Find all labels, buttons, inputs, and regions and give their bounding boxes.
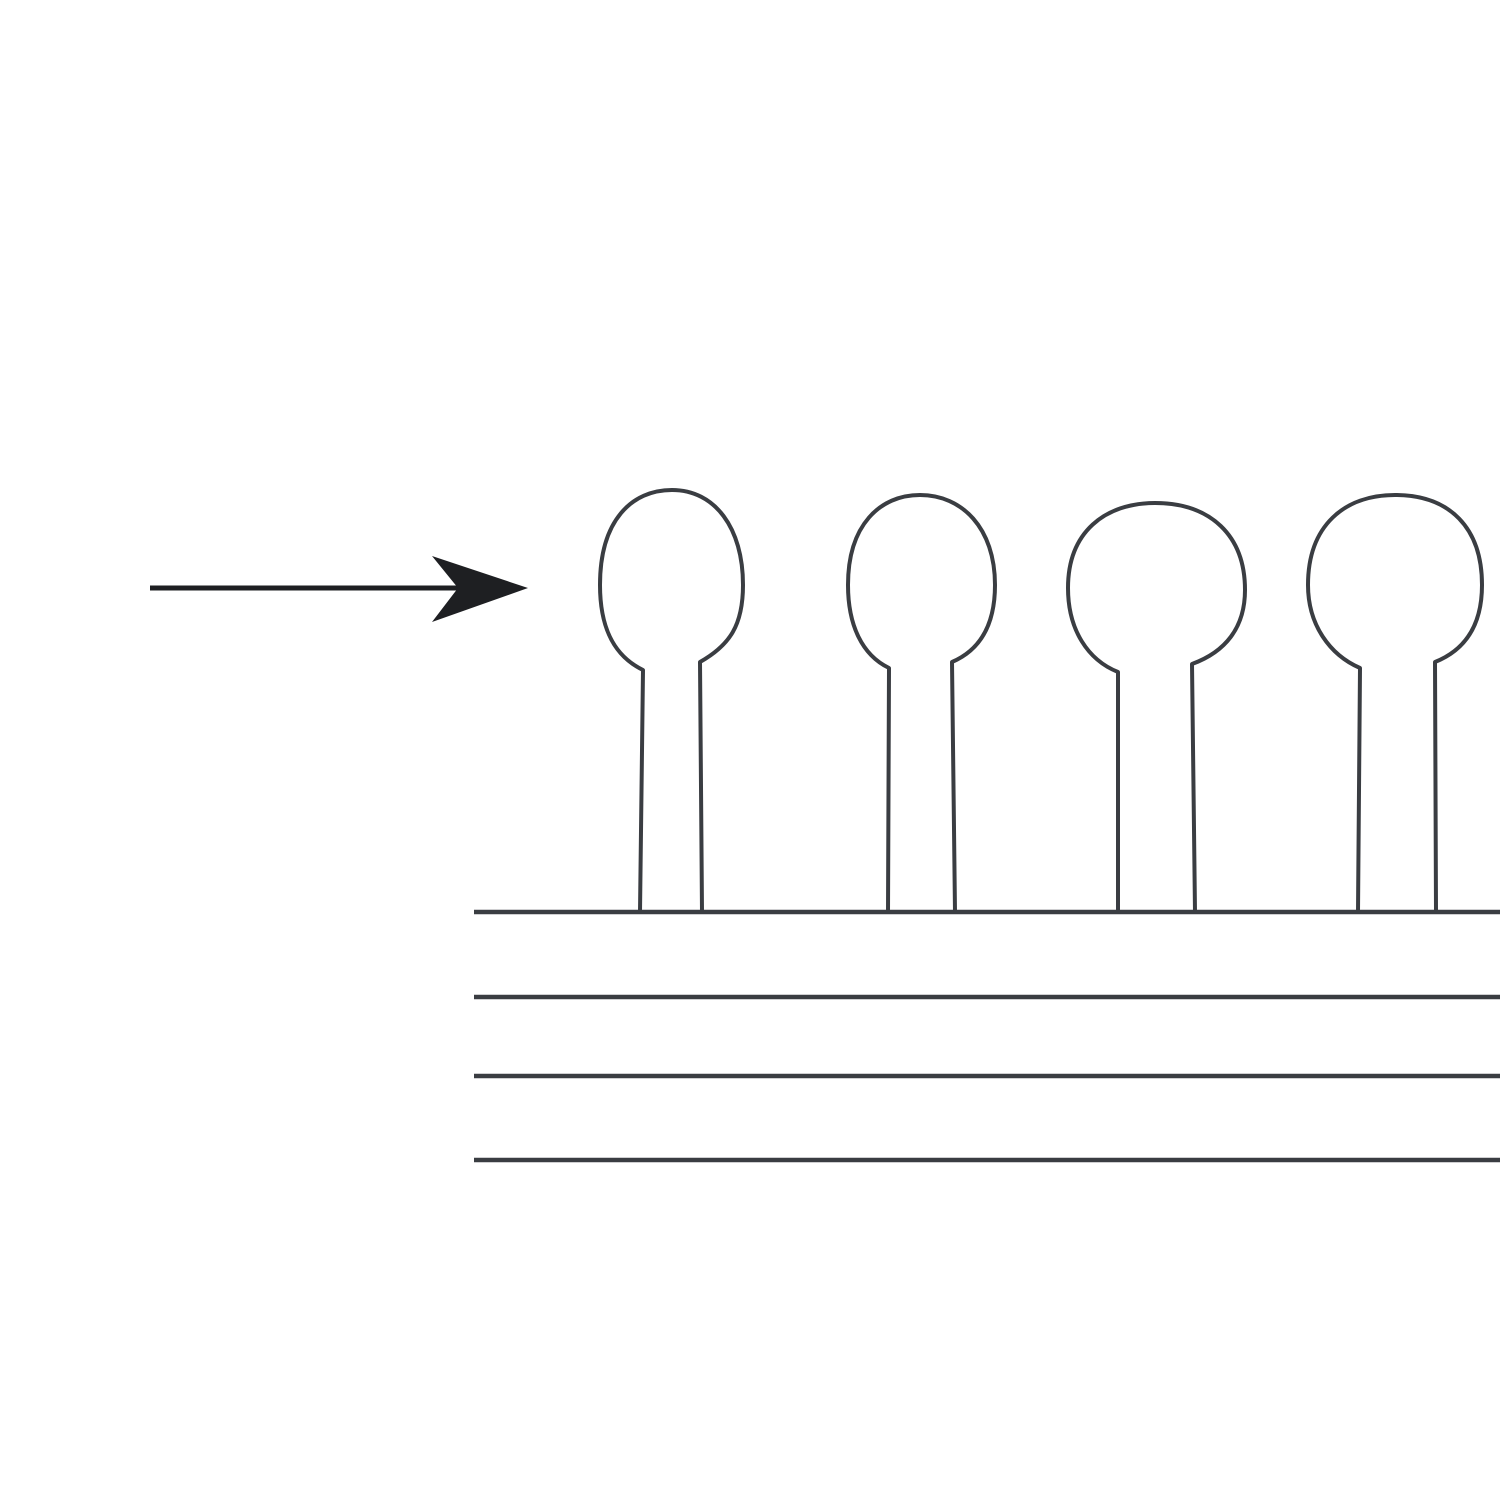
lipid-molecule-icon — [1066, 501, 1247, 913]
arrow-right-icon — [150, 556, 528, 622]
lipid-molecule-icon — [1306, 493, 1484, 913]
lipid-molecule-icon — [846, 493, 997, 913]
lipid-molecules — [598, 488, 1484, 913]
lipid-molecule-icon — [598, 488, 745, 913]
layer-lines — [474, 909, 1500, 1163]
